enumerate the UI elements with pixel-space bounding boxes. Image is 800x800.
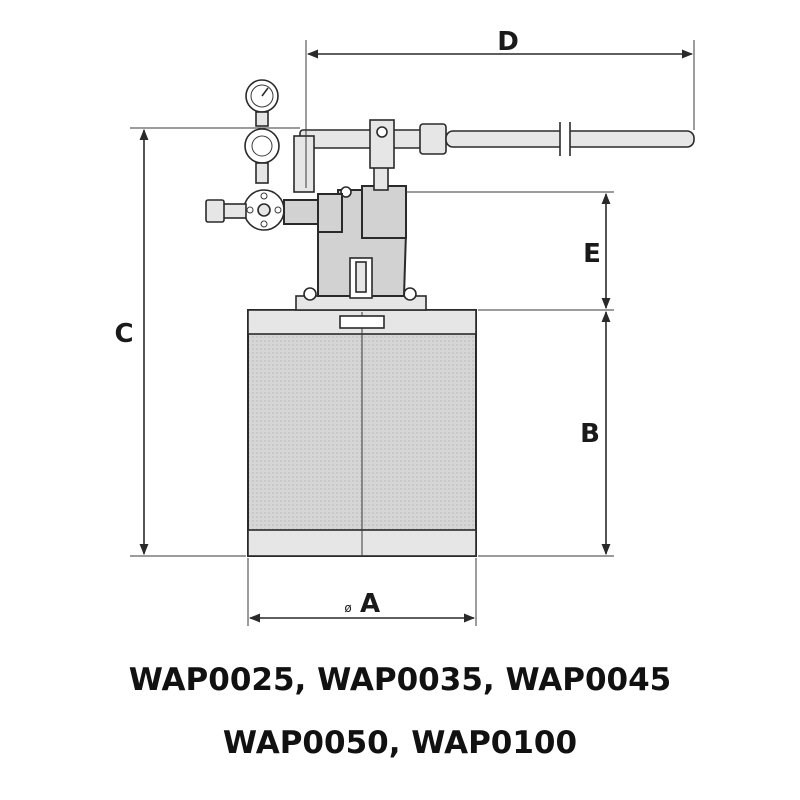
dim-label-a: A [360, 589, 380, 619]
gauge-ring [244, 128, 280, 164]
tank [247, 309, 477, 557]
column-window-inner [355, 261, 367, 293]
dim-label-c: C [114, 319, 133, 349]
dim-label-d: D [497, 27, 519, 57]
dim-a-diameter-symbol: ø [344, 601, 351, 615]
dim-label-b: B [580, 419, 600, 449]
gauge-valve-assembly [205, 79, 343, 233]
valve-block [317, 193, 343, 233]
gauge-connector [255, 162, 269, 184]
tank-top-slot [339, 315, 385, 329]
dim-label-e: E [583, 239, 601, 269]
gauge-stem [255, 111, 269, 127]
model-caption-line-2: WAP0050, WAP0100 [222, 725, 578, 761]
outlet-pipe [221, 203, 247, 219]
dimension-lines: D C E B ø A [114, 27, 695, 626]
handle-lever [293, 119, 695, 193]
lever-handle-break [560, 122, 570, 156]
base-bolt-left [303, 287, 317, 301]
valve-body-connector [283, 199, 323, 225]
outlet-nut [205, 199, 225, 223]
base-bolt-right [403, 287, 417, 301]
column-bolt [340, 186, 352, 198]
lever-link-bar [293, 135, 315, 193]
lever-bar-main [299, 129, 431, 149]
lever-collar [419, 123, 447, 155]
pump-column [295, 149, 427, 311]
lever-pivot-pin [376, 126, 388, 138]
cylinder-housing [361, 185, 407, 239]
model-caption-line-1: WAP0025, WAP0035, WAP0045 [128, 662, 672, 698]
